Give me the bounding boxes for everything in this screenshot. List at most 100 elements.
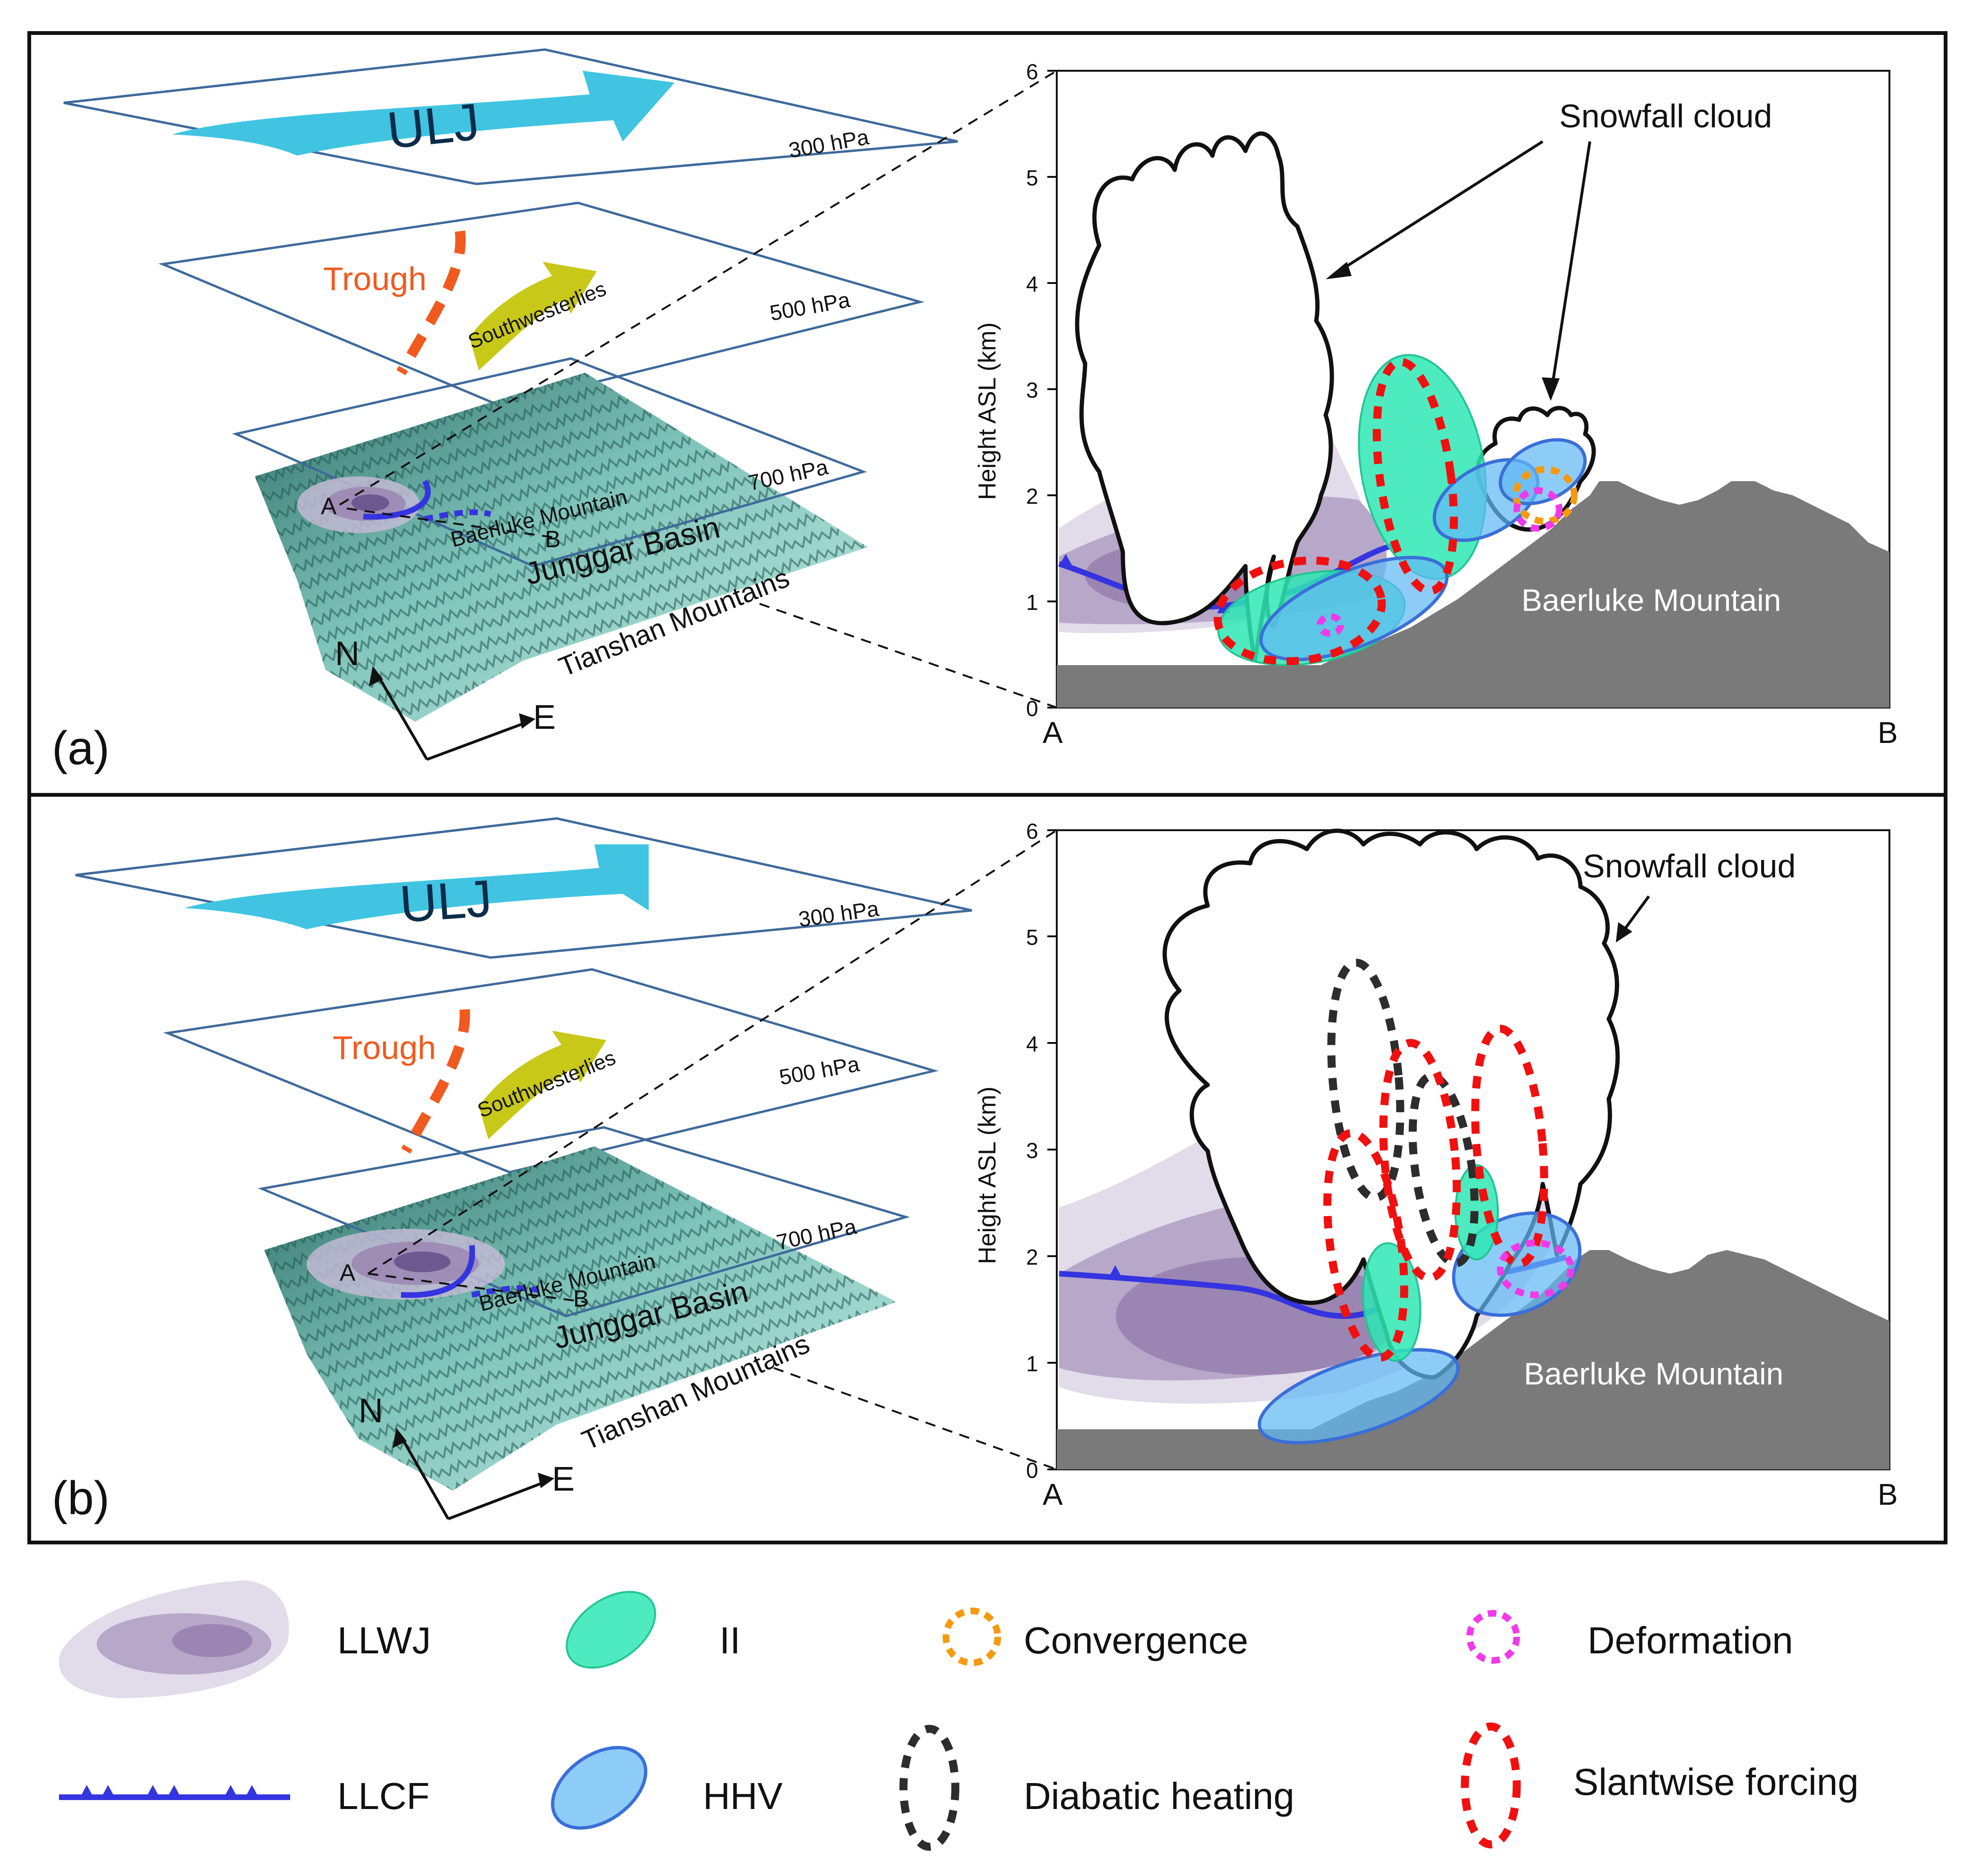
panel-a-ytick-label-0: 0 bbox=[1026, 696, 1038, 721]
legend-diabatic-swatch bbox=[899, 1725, 960, 1851]
panel-b-cloud-label: Snowfall cloud bbox=[1583, 848, 1796, 884]
panel-b-compass bbox=[400, 1435, 548, 1520]
panel-a-slantwise-low bbox=[1213, 556, 1386, 666]
panel-b-500hpa-label: 500 hPa bbox=[777, 1051, 861, 1090]
panel-b: (b) ULJ 300 hPa Trough Southwesterlies 5… bbox=[27, 793, 1947, 1544]
panel-b-map-front-dashed bbox=[471, 1285, 539, 1298]
panel-a-500hpa-label: 500 hPa bbox=[768, 287, 852, 325]
legend-item-ii: II bbox=[566, 1591, 740, 1669]
panel-a-ytick-label-2: 2 bbox=[1026, 484, 1038, 509]
panel-a-cloud-arrow-1-head bbox=[1326, 262, 1352, 279]
panel-b-trough-label: Trough bbox=[333, 1029, 436, 1066]
panel-a-trough-label: Trough bbox=[323, 260, 426, 297]
panel-a-map-front-dashed bbox=[424, 509, 492, 522]
legend-diabatic-label: Diabatic heating bbox=[1024, 1775, 1295, 1817]
panel-b-700hpa-label: 700 hPa bbox=[774, 1214, 859, 1255]
panel-a-connector-bottom bbox=[759, 603, 1057, 709]
panel-a-label: (a) bbox=[52, 722, 109, 775]
panel-b-ground bbox=[1057, 1250, 1889, 1469]
panel-a-map-llwj-inner bbox=[351, 494, 389, 511]
legend-item-diabatic: Diabatic heating bbox=[899, 1725, 1295, 1851]
panel-a-700hpa-plane bbox=[232, 357, 867, 567]
panel-a-cloud-label: Snowfall cloud bbox=[1559, 98, 1772, 134]
panel-a-x-end: B bbox=[1878, 716, 1898, 750]
panel-a-trough-line bbox=[396, 230, 466, 375]
panel-b-ytick-label-1: 1 bbox=[1026, 1351, 1038, 1376]
legend-deformation-swatch bbox=[1466, 1610, 1520, 1664]
panel-b-slantwise-1 bbox=[1323, 1129, 1408, 1362]
panel-b-x-start: A bbox=[1043, 1477, 1063, 1511]
panel-a-connector-top bbox=[339, 70, 1058, 506]
panel-b-ytick-label-2: 2 bbox=[1026, 1245, 1038, 1269]
panel-a-cloud-arrow-2 bbox=[1551, 141, 1591, 387]
panel-a-x-start: A bbox=[1043, 716, 1063, 750]
legend-hhv-swatch bbox=[551, 1746, 648, 1830]
legend-llwj-swatch-inner bbox=[172, 1624, 252, 1657]
legend-llcf-tri-2 bbox=[101, 1785, 115, 1797]
panel-a-500hpa-plane bbox=[158, 201, 925, 407]
legend-item-deformation: Deformation bbox=[1466, 1610, 1793, 1664]
panel-b-compass-e: E bbox=[552, 1460, 575, 1498]
legend-llwj-label: LLWJ bbox=[337, 1619, 431, 1661]
panel-b-connector-bottom bbox=[773, 1367, 1057, 1470]
panel-a-convergence bbox=[1512, 466, 1578, 525]
legend-item-llcf: LLCF bbox=[59, 1775, 430, 1817]
legend-deformation-label: Deformation bbox=[1588, 1619, 1793, 1661]
panel-a-y-axis: 0 1 2 3 4 5 6 Height ASL (km) bbox=[974, 59, 1057, 721]
legend-llcf-tri-4 bbox=[167, 1785, 181, 1797]
panel-b-ytick-label-3: 3 bbox=[1026, 1138, 1038, 1163]
legend-ii-swatch bbox=[566, 1591, 656, 1669]
panel-b-label: (b) bbox=[52, 1472, 109, 1525]
panel-a-point-a: A bbox=[321, 493, 337, 519]
legend-item-convergence: Convergence bbox=[943, 1608, 1248, 1666]
panel-a-snowfall-cloud bbox=[1075, 131, 1334, 663]
panel-a-y-axis-label: Height ASL (km) bbox=[974, 322, 1001, 500]
panel-b-jet-arrow bbox=[184, 844, 649, 929]
panel-a-cloud-arrow-1 bbox=[1334, 140, 1544, 275]
panel-b-map-llwj-inner bbox=[394, 1251, 451, 1272]
panel-a-jet-arrow bbox=[172, 71, 675, 156]
legend-llcf-tri-5 bbox=[224, 1785, 237, 1797]
legend-llcf-tri-3 bbox=[146, 1785, 159, 1797]
panel-a-deformation-small bbox=[1317, 613, 1344, 637]
panel-a-wind-arrow bbox=[469, 262, 597, 370]
panel-b-trough-line bbox=[401, 1009, 470, 1154]
panel-a-compass-e-arrow bbox=[519, 713, 535, 729]
panel-b-compass-n-arrow bbox=[393, 1428, 407, 1448]
legend-convergence-swatch bbox=[943, 1608, 1001, 1666]
panel-a-terrain-ridges bbox=[255, 373, 868, 722]
panel-b-x-end: B bbox=[1878, 1477, 1898, 1511]
panel-b-300hpa-plane bbox=[75, 817, 972, 959]
legend-slantwise-label: Slantwise forcing bbox=[1573, 1761, 1859, 1803]
panel-a: (a) ULJ 300 hPa Trough Southwesterlies 5… bbox=[27, 31, 1947, 797]
panel-a-ytick-label-6: 6 bbox=[1026, 59, 1038, 84]
legend-llcf-tri-6 bbox=[245, 1785, 259, 1797]
panel-b-frame bbox=[27, 793, 1947, 1544]
panel-b-jet-label: ULJ bbox=[398, 869, 494, 934]
panel-a-compass-n-arrow bbox=[369, 666, 383, 686]
panel-a-map-front bbox=[363, 479, 431, 520]
panel-b-slantwise-3 bbox=[1471, 1025, 1548, 1268]
panel-b-compass-e-arrow bbox=[538, 1473, 554, 1488]
panel-b-500hpa-plane bbox=[163, 968, 939, 1174]
panel-b-ytick-label-5: 5 bbox=[1026, 925, 1038, 950]
panel-a-deformation bbox=[1513, 487, 1563, 532]
legend-slantwise-swatch bbox=[1461, 1722, 1521, 1849]
panel-b-y-axis-label: Height ASL (km) bbox=[974, 1086, 1001, 1264]
panel-b-diabatic-1 bbox=[1327, 959, 1404, 1202]
panel-a-300hpa-plane bbox=[63, 48, 958, 185]
legend-item-hhv: HHV bbox=[551, 1746, 783, 1830]
panel-b-y-axis: 0 1 2 3 4 5 6 Height ASL (km) bbox=[974, 819, 1057, 1483]
panel-a-compass-n: N bbox=[335, 635, 359, 673]
panel-a-ground bbox=[1057, 481, 1889, 708]
panel-a-cloud-arrow-2-head bbox=[1542, 377, 1560, 401]
panel-a-point-b: B bbox=[545, 526, 560, 552]
panel-a-ytick-label-5: 5 bbox=[1026, 166, 1038, 190]
panel-a-slantwise-high bbox=[1372, 358, 1458, 595]
panel-b-ytick-label-4: 4 bbox=[1026, 1032, 1038, 1056]
panel-b-section-line bbox=[368, 1273, 585, 1303]
panel-b-connector-top bbox=[367, 829, 1058, 1275]
panel-b-ytick-label-6: 6 bbox=[1026, 819, 1038, 843]
panel-b-deformation bbox=[1497, 1240, 1574, 1298]
